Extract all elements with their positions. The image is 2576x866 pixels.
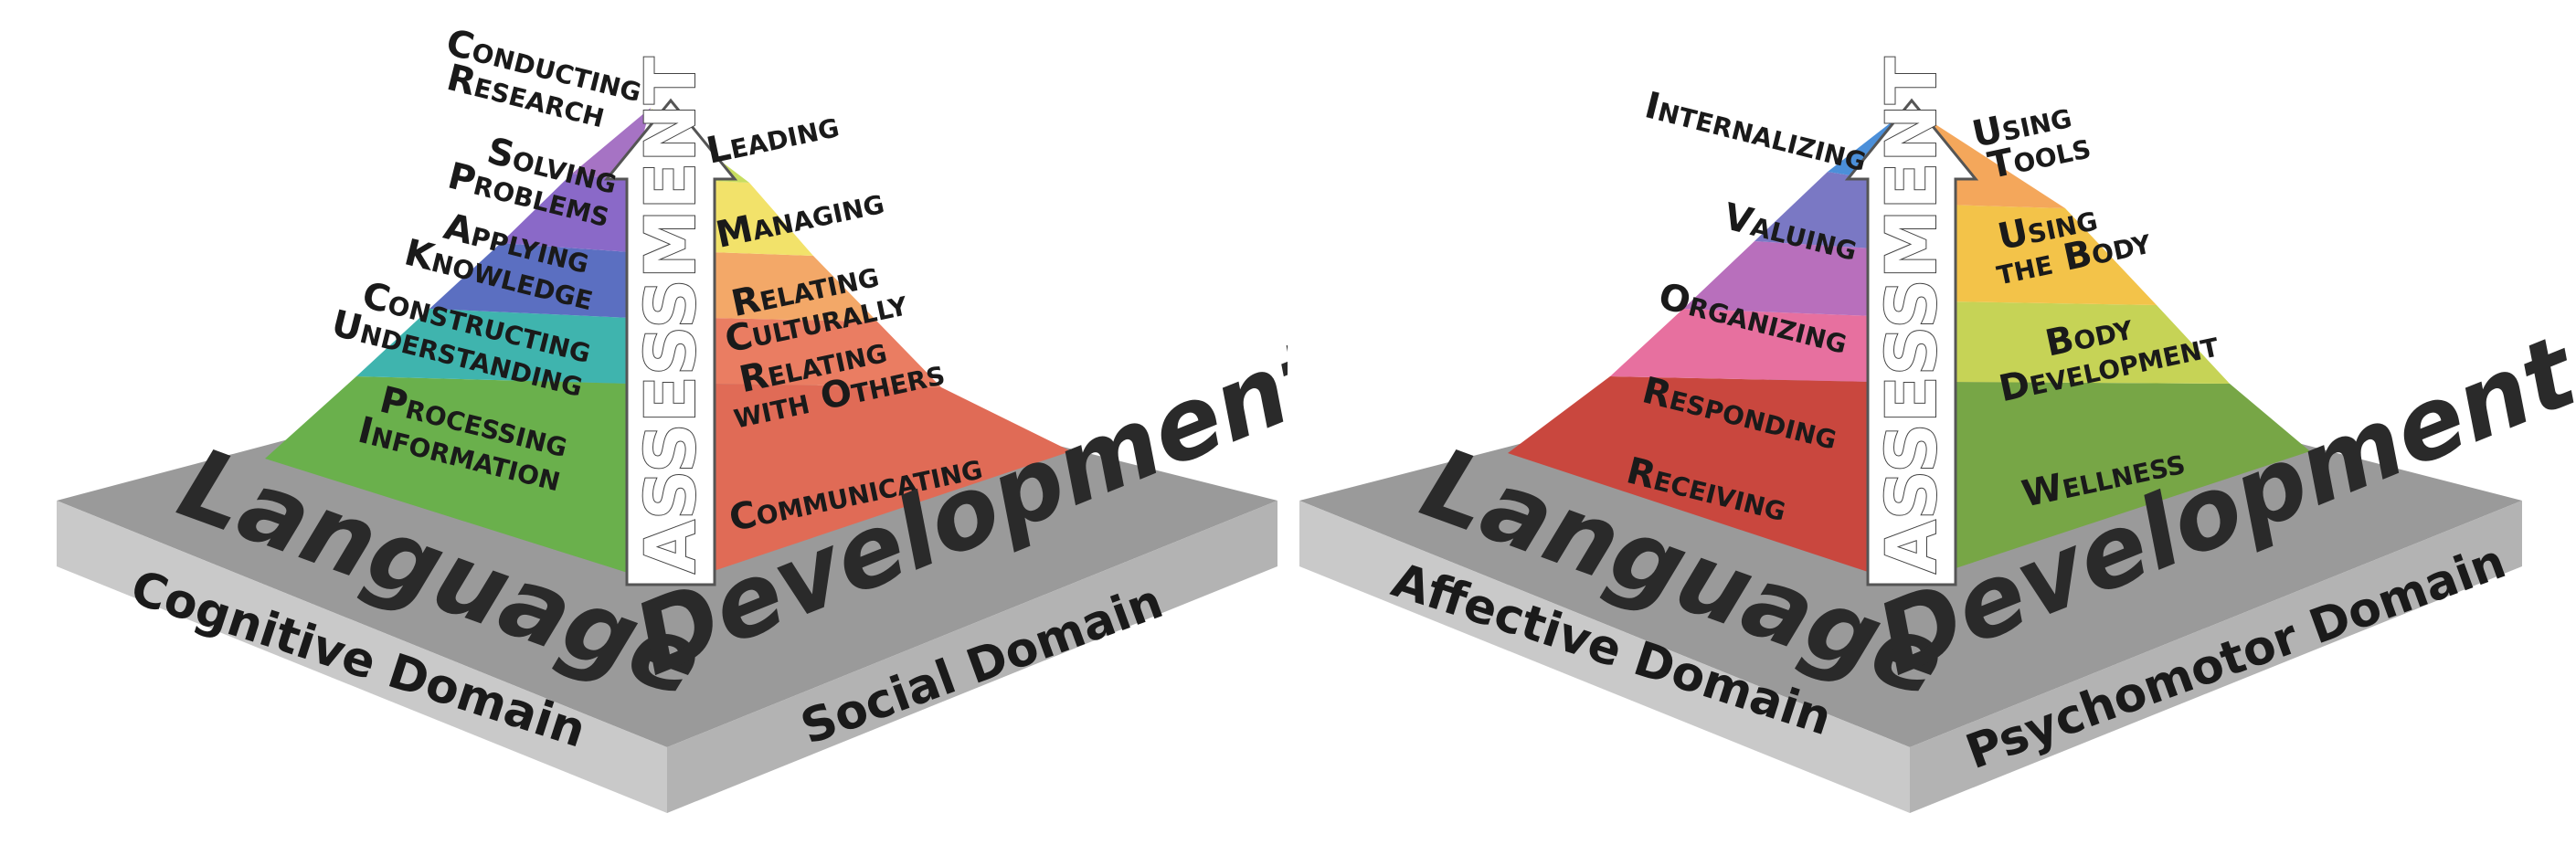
level-valuing [1754,172,1873,248]
pyramid-graphic-2: ASSESSMENT Receiving Responding Organizi… [1299,56,2576,813]
level-relating-with-others [711,318,941,387]
level-wellness [1945,382,2310,572]
level-processing-information [265,376,631,574]
assessment-label: ASSESSMENT [630,57,711,574]
level-receiving [1508,376,1873,574]
level-body-development [1945,301,2230,384]
level-constructing-understanding [356,309,631,384]
label-internalizing: Internalizing [1640,84,1871,180]
assessment-arrow [1844,98,1979,586]
platform-left-face [57,501,667,813]
level-relating-culturally [711,252,877,322]
platform-left-face [1299,501,1910,813]
assessment-label: ASSESSMENT [1871,57,1952,574]
level-responding [1610,309,1873,382]
affective-psychomotor-pyramid: ASSESSMENT Receiving Responding Organizi… [1288,0,2576,866]
level-managing [711,181,813,256]
platform-right-face [667,501,1277,813]
level-organizing [1683,241,1873,316]
level-communicating [711,384,1071,572]
level-solving-problems [501,174,631,252]
level-applying-knowledge [429,243,631,318]
platform-right-face [1910,501,2522,813]
pyramid-graphic-1: ASSESSMENT Processing Information Constr… [57,22,1288,813]
level-using-the-body [1945,205,2157,305]
cognitive-social-pyramid: ASSESSMENT Processing Information Constr… [57,22,1288,813]
label-leading: Leading [703,103,843,172]
assessment-arrow [603,98,738,586]
level-internalizing [1828,108,1910,179]
